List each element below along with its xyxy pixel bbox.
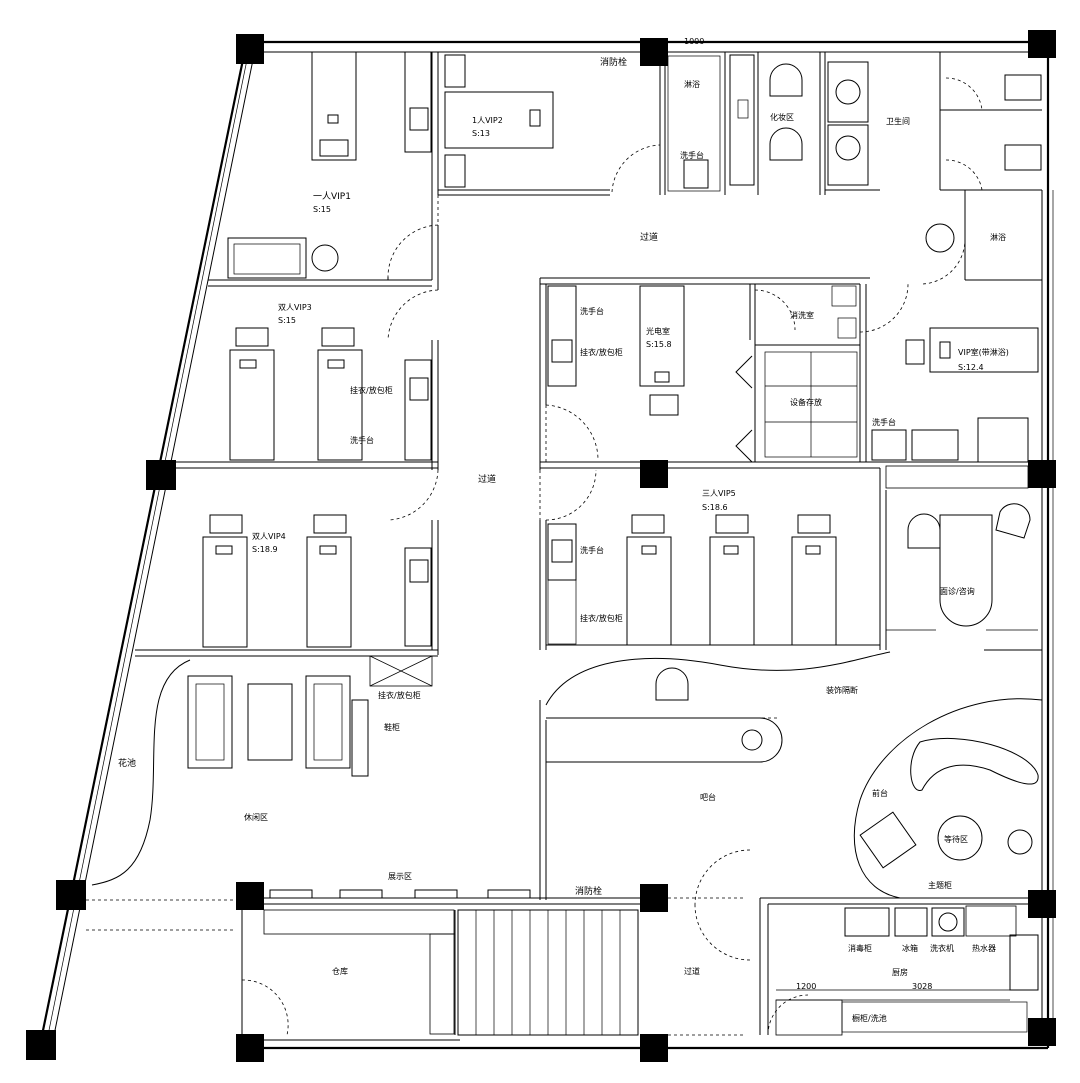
- label-shoe-cabinet: 鞋柜: [384, 722, 400, 732]
- label-vip4-area: S:18.9: [252, 545, 278, 554]
- label-kitchen: 厨房: [892, 967, 908, 977]
- label-vip3-name: 双人VIP3: [278, 303, 312, 312]
- label-vip1-area: S:15: [313, 205, 331, 214]
- label-front-desk: 前台: [872, 788, 888, 798]
- label-washbasin-vip5: 洗手台: [580, 545, 604, 555]
- structural-columns: [26, 30, 1056, 1062]
- label-hang-bag-vip5: 挂衣/放包柜: [580, 613, 623, 623]
- label-shower-right: 淋浴: [990, 232, 1006, 242]
- label-dim-1000: 1000: [684, 37, 704, 46]
- label-makeup: 化妆区: [770, 112, 794, 122]
- label-fire-hydrant-top: 消防栓: [600, 56, 627, 68]
- label-vip-shower-name: VIP室(带淋浴): [958, 347, 1009, 357]
- label-fire-hydrant-mid: 消防栓: [575, 885, 602, 897]
- label-vip4-name: 双人VIP4: [252, 532, 286, 541]
- label-dim-3028: 3028: [912, 982, 932, 991]
- label-vip2-area: S:13: [472, 129, 490, 138]
- label-disinfection: 消洗室: [790, 310, 814, 320]
- label-warehouse: 仓库: [332, 966, 348, 976]
- label-deco-wall: 装饰隔断: [826, 685, 858, 695]
- label-vip2-name: 1人VIP2: [472, 116, 503, 125]
- label-vip5-name: 三人VIP5: [702, 489, 736, 498]
- room-labels: 消防栓 1000 淋浴 洗手台 化妆区 卫生间 淋浴 一人VIP1 S:15 1…: [118, 37, 1009, 1023]
- label-waiting: 等待区: [944, 834, 968, 844]
- label-fridge: 冰箱: [902, 943, 918, 953]
- label-equipment: 设备存放: [790, 397, 822, 407]
- label-dim-1200: 1200: [796, 982, 816, 991]
- label-consult: 面诊/咨询: [940, 586, 975, 596]
- label-flower-pool: 花池: [118, 757, 136, 769]
- label-washbasin-top: 洗手台: [680, 150, 704, 160]
- label-heater: 热水器: [972, 943, 996, 953]
- label-display: 展示区: [388, 872, 412, 881]
- label-corridor-top: 过道: [640, 231, 658, 243]
- dashed-lines: [86, 195, 1049, 1036]
- label-vip3-area: S:15: [278, 316, 296, 325]
- label-toilet: 卫生间: [886, 116, 910, 126]
- label-washbasin-photo: 洗手台: [580, 306, 604, 316]
- label-cabinet-wash: 橱柜/洗池: [852, 1013, 887, 1023]
- label-washer: 洗衣机: [930, 943, 954, 953]
- label-leisure: 休闲区: [244, 812, 268, 822]
- label-hang-bag-leisure: 挂衣/放包柜: [378, 690, 421, 700]
- label-bar-counter: 吧台: [700, 792, 716, 802]
- furniture: [91, 51, 1043, 1036]
- label-main-cabinet: 主题柜: [928, 880, 952, 890]
- doors: [241, 144, 966, 1036]
- label-vip-shower-area: S:12.4: [958, 363, 984, 372]
- label-sterilize: 消毒柜: [848, 943, 872, 953]
- label-washbasin-vip-shower: 洗手台: [872, 417, 896, 427]
- label-hang-bag-photo: 挂衣/放包柜: [580, 347, 623, 357]
- label-photo-name: 光电室: [646, 326, 670, 336]
- label-shower-top: 淋浴: [684, 79, 700, 89]
- label-washbasin-vip3: 洗手台: [350, 435, 374, 445]
- label-corridor-mid: 过道: [478, 473, 496, 485]
- label-hang-bag-vip3: 挂衣/放包柜: [350, 385, 393, 395]
- label-vip5-area: S:18.6: [702, 503, 728, 512]
- label-photo-area: S:15.8: [646, 340, 672, 349]
- label-vip1-name: 一人VIP1: [313, 191, 351, 202]
- label-corridor-bottom: 过道: [684, 966, 700, 976]
